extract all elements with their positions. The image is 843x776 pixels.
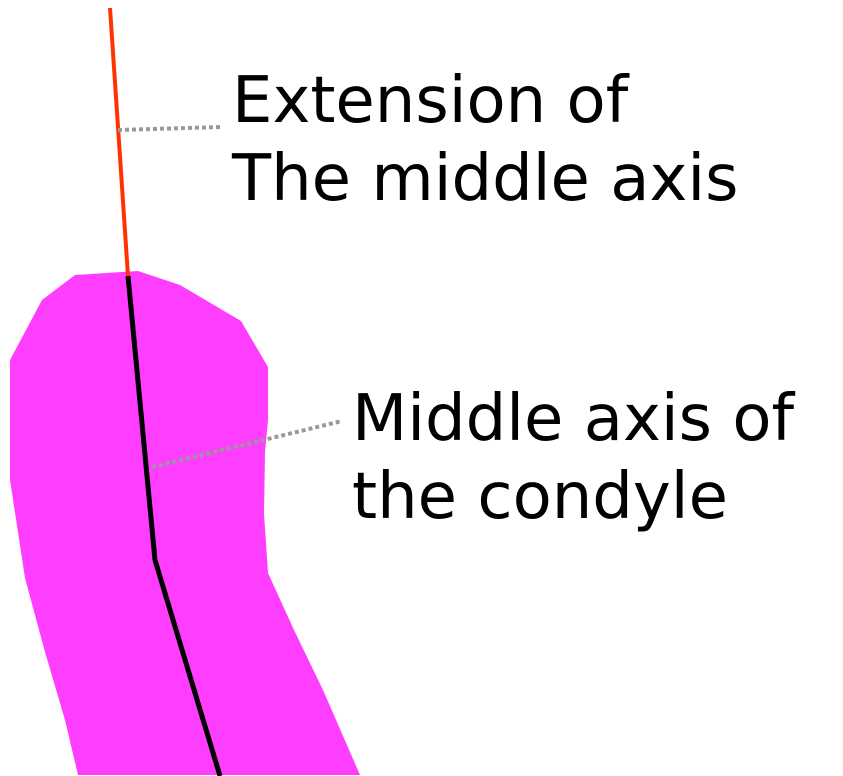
extension-label-line2: The middle axis <box>232 140 738 218</box>
condyle-shape <box>10 271 360 775</box>
extension-label-line1: Extension of <box>232 62 738 140</box>
middle-axis-label: Middle axis of the condyle <box>352 380 794 536</box>
middle-axis-label-line1: Middle axis of <box>352 380 794 458</box>
extension-leader-line <box>118 127 222 130</box>
middle-axis-label-line2: the condyle <box>352 458 794 536</box>
extension-label: Extension of The middle axis <box>232 62 738 218</box>
extension-line <box>110 8 128 276</box>
